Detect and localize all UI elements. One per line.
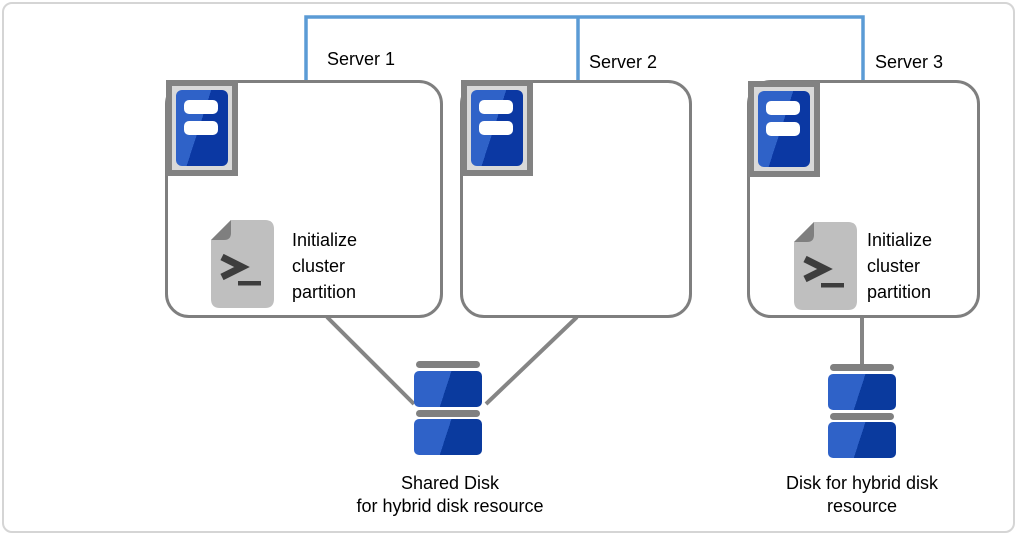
disk-label-line: for hybrid disk resource [356,496,544,516]
server-tower-icon [176,90,228,166]
disk-cap [830,364,894,371]
server-tower-icon [758,91,810,167]
shared-disk-label: Shared Disk for hybrid disk resource [280,472,620,518]
server-icon [166,80,238,176]
script-file-icon [211,220,274,308]
script-file-fold [211,220,231,240]
disk-label-line: Disk for hybrid disk [785,473,939,493]
connector-server2-shared-disk [484,315,579,406]
shared-disk-icon [414,361,482,455]
disk-platter [828,374,896,410]
disk-cap [416,410,480,417]
hybrid-disk-icon [828,364,896,458]
script-file-fold [794,222,814,242]
note-line: Initialize [867,230,933,250]
note-line: cluster [292,256,346,276]
server3-label: Server 3 [875,52,944,72]
hybrid-disk-label: Disk for hybrid disk resource [692,472,1021,518]
server-tower-slot-icon [766,122,800,136]
note-line: partition [867,282,932,302]
note-line: cluster [867,256,921,276]
server2-box [460,80,692,318]
disk-label-line: resource [826,496,898,516]
script-prompt-glyph [220,253,250,281]
server3-script-note: Initialize cluster partition [867,227,932,305]
server-icon [748,81,820,177]
server-tower-slot-icon [479,100,513,114]
script-cursor-glyph [821,283,844,288]
connector-server1-shared-disk [325,315,416,406]
disk-cap [416,361,480,368]
server-tower-slot-icon [766,101,800,115]
script-prompt-glyph [803,255,833,283]
note-line: Initialize [292,230,358,250]
disk-cap [830,413,894,420]
server2-label: Server 2 [589,52,658,72]
server1-script-note: Initialize cluster partition [292,227,357,305]
note-line: partition [292,282,357,302]
server-tower-slot-icon [184,121,218,135]
server1-label: Server 1 [327,49,396,69]
disk-label-line: Shared Disk [400,473,500,493]
disk-platter [414,419,482,455]
server-tower-slot-icon [184,100,218,114]
script-file-icon [794,222,857,310]
script-cursor-glyph [238,281,261,286]
disk-platter [828,422,896,458]
server-tower-slot-icon [479,121,513,135]
server-icon [461,80,533,176]
server-tower-icon [471,90,523,166]
network-line [304,15,865,83]
disk-platter [414,371,482,407]
diagram-border [2,2,1015,533]
